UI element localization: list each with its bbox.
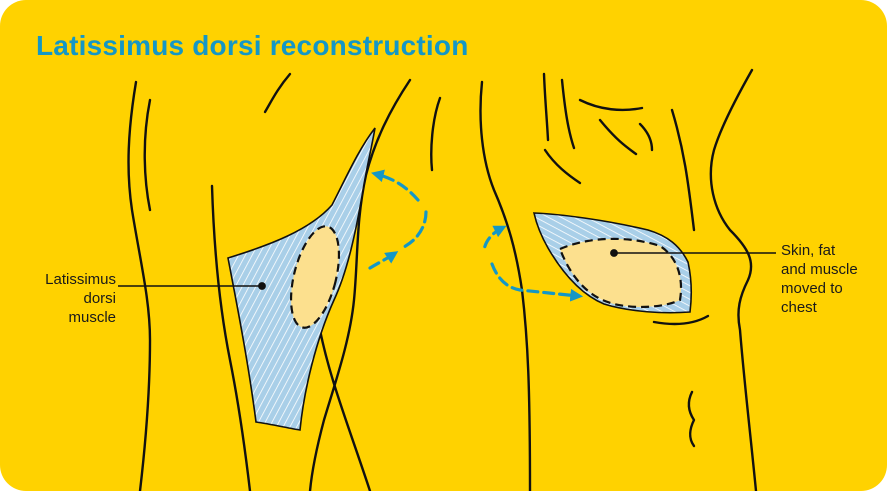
leader-dot-right: [611, 250, 617, 256]
label-skin-fat-muscle: Skin, fat and muscle moved to chest: [781, 241, 881, 317]
back-right-arm-outline: [431, 98, 440, 170]
arrow-upper-chest: [484, 228, 502, 252]
front-collar-right: [580, 100, 642, 110]
arrow-lower-back: [370, 254, 394, 268]
front-belly-notch: [689, 392, 694, 446]
back-neck-line: [265, 74, 290, 112]
front-neck-left: [544, 74, 548, 140]
front-collar-mid: [600, 120, 636, 154]
label-right-line-1: Skin, fat: [781, 241, 881, 260]
leader-dot-left: [259, 283, 265, 289]
front-arm-outline: [672, 110, 694, 230]
front-collar-end: [640, 124, 652, 150]
label-latissimus-dorsi-muscle: Latissimus dorsi muscle: [20, 270, 116, 327]
label-right-line-3: moved to: [781, 279, 881, 298]
front-left-torso-outline: [481, 82, 531, 491]
back-transfer-arrows: [370, 174, 426, 268]
back-left-arm-outline: [145, 100, 150, 210]
front-breast-fold: [654, 316, 708, 324]
arrow-middle-back: [402, 212, 426, 248]
label-left-line-3: muscle: [20, 308, 116, 327]
front-neck-right: [562, 80, 574, 148]
label-left-line-2: dorsi: [20, 289, 116, 308]
label-left-line-1: Latissimus: [20, 270, 116, 289]
arrow-upper-back: [376, 174, 418, 200]
front-collar-left: [545, 150, 580, 183]
front-right-torso-outline: [711, 70, 756, 491]
label-right-line-2: and muscle: [781, 260, 881, 279]
label-right-line-4: chest: [781, 298, 881, 317]
